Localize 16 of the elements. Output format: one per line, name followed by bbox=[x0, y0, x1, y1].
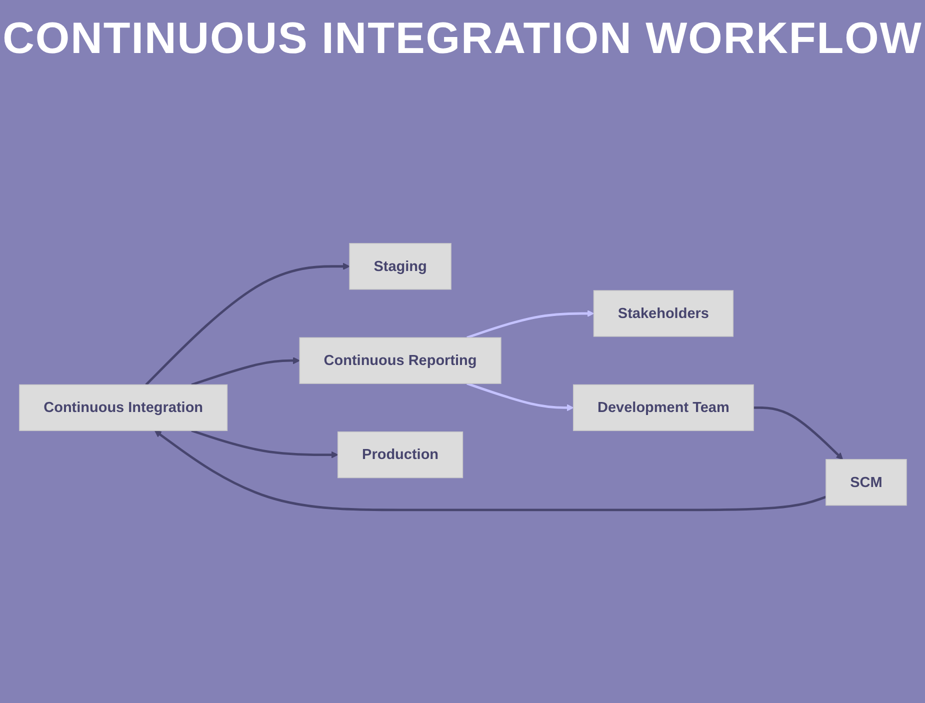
workflow-diagram: Stakeholders Continuous Integration Staging Continuous Reporting Development Team SCM Production bbox=[12, 237, 912, 517]
arrow bbox=[144, 263, 350, 386]
arrow bbox=[466, 310, 594, 340]
arrow bbox=[190, 430, 338, 459]
arrow bbox=[466, 382, 574, 412]
node-box bbox=[337, 432, 463, 478]
node-box bbox=[825, 459, 906, 506]
arrow bbox=[753, 406, 843, 460]
node-box bbox=[298, 338, 501, 384]
node-box bbox=[572, 384, 754, 432]
arrow bbox=[154, 430, 826, 512]
diagram-title: CONTINUOUS INTEGRATION WORKFLOW bbox=[2, 14, 922, 64]
arrow bbox=[190, 357, 300, 386]
node-box bbox=[18, 384, 228, 432]
node-box bbox=[348, 243, 451, 290]
node-box bbox=[592, 290, 734, 338]
